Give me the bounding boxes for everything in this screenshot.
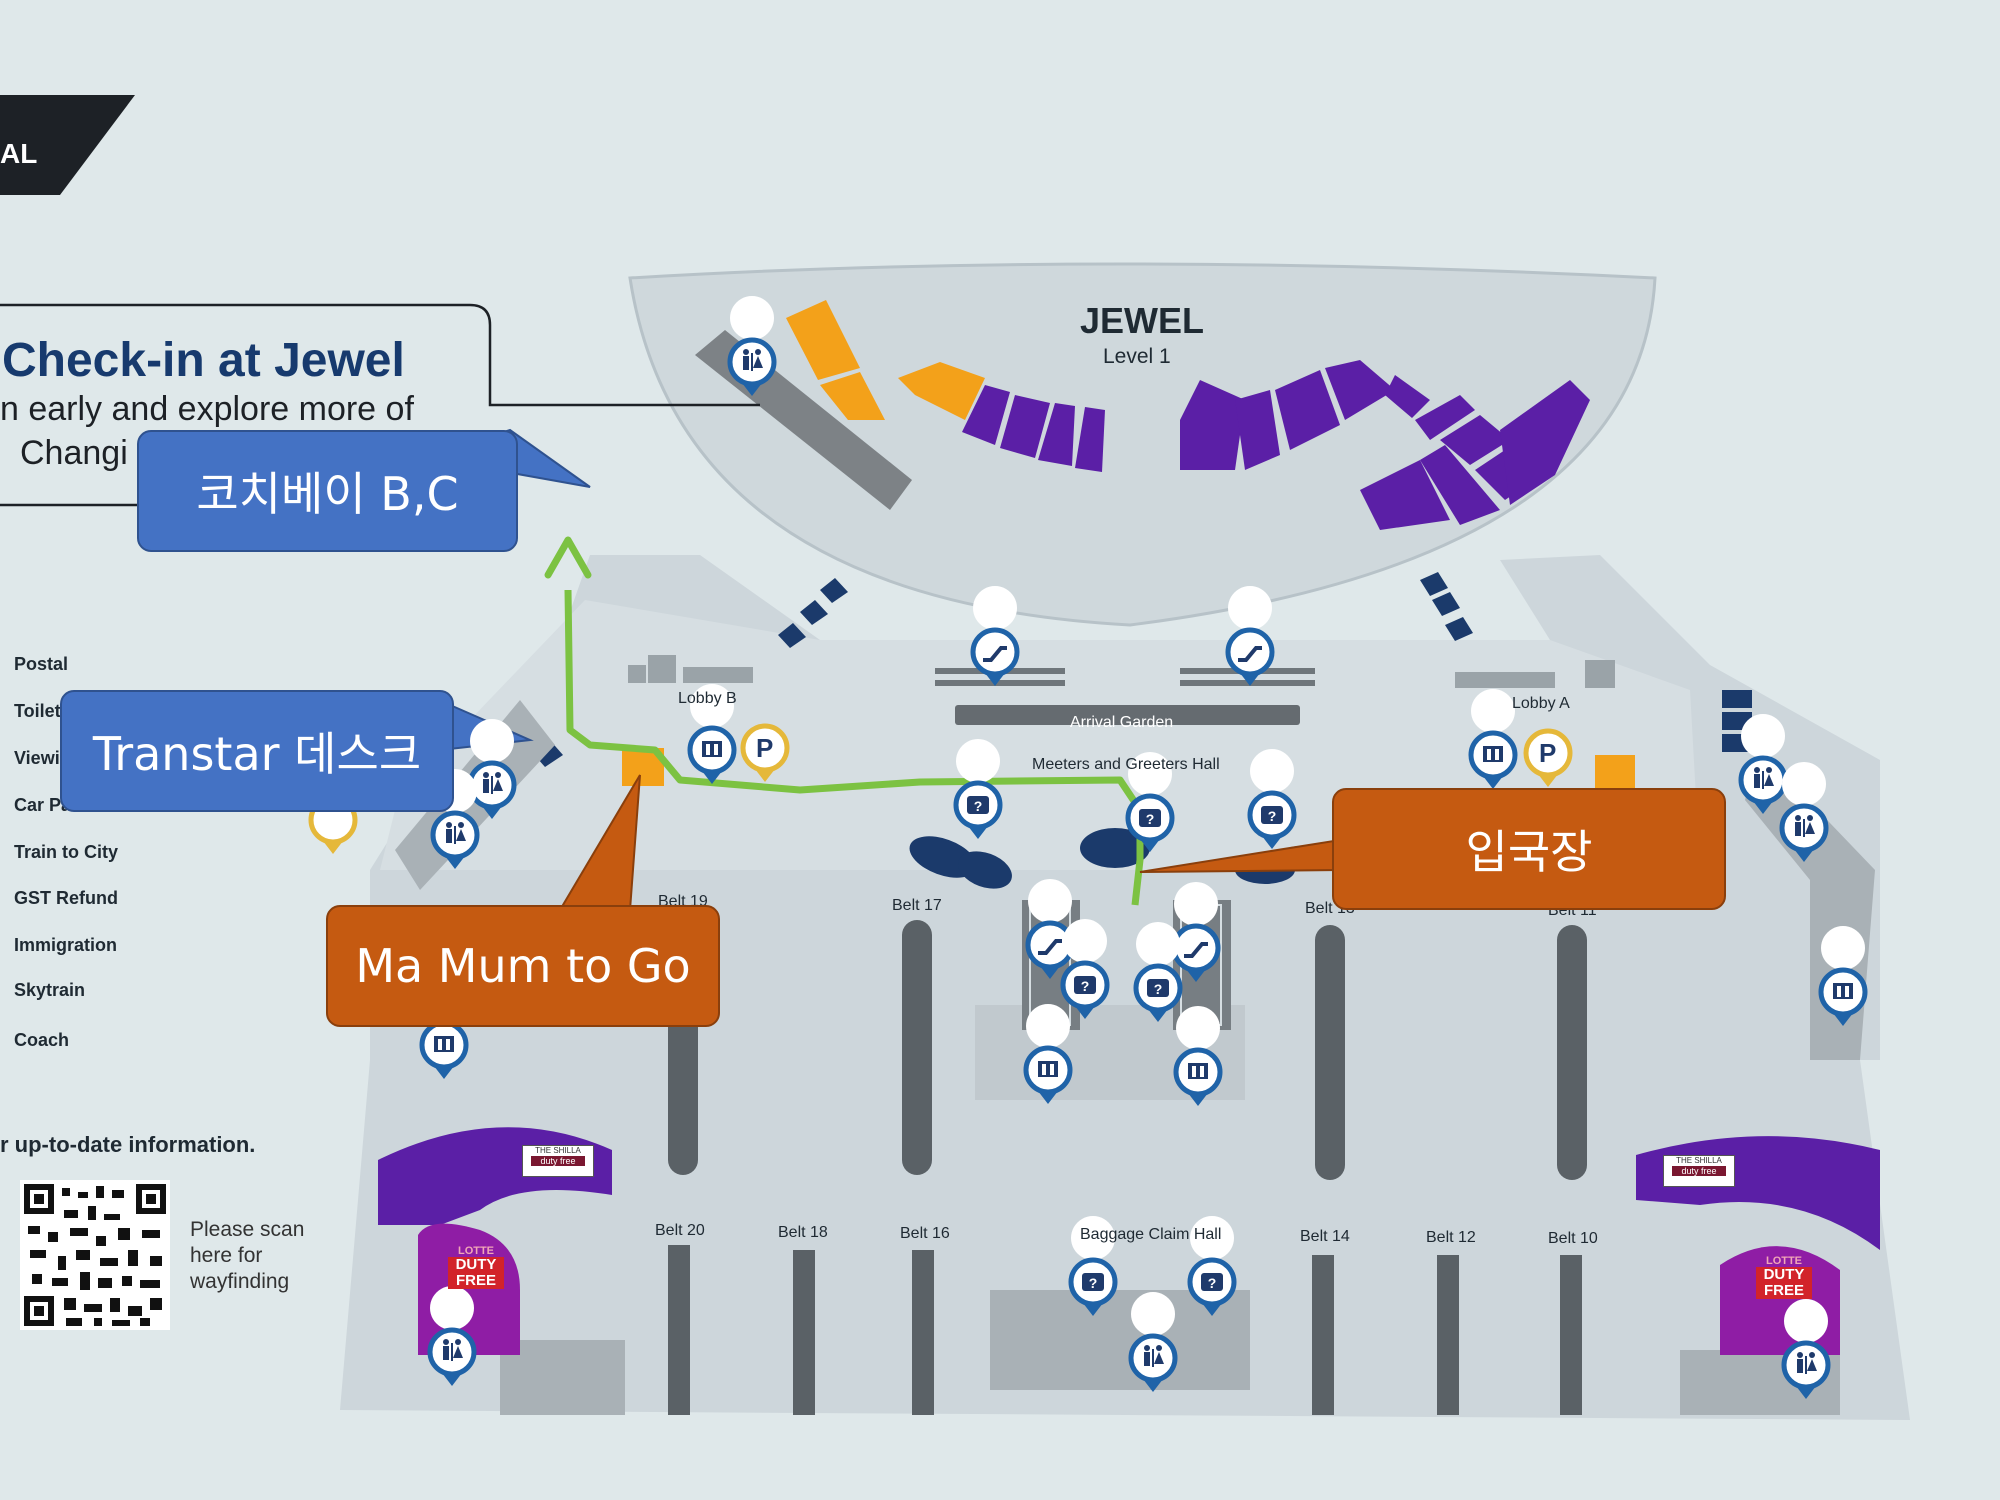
belt-10-label: Belt 10 [1548,1230,1598,1247]
toilet-icon [1784,1299,1828,1399]
escalator-icon [1228,586,1272,686]
escalator-icon [973,586,1017,686]
checkin-line1: n early and explore more of [0,390,414,428]
scan-line3: wayfinding [190,1270,290,1293]
immigration-callout: 입국장 [1332,788,1726,910]
meeters-hall-label: Meeters and Greeters Hall [1032,756,1220,773]
lobby-a-shop-block [1595,755,1635,790]
jewel-purple-blocks [962,360,1590,530]
scan-line1: Please scan [190,1218,305,1241]
elevator-icon [730,296,774,396]
escalator-icon [1028,879,1072,979]
belt-14-label: Belt 14 [1300,1228,1350,1245]
lotte-line3: FREE [455,1272,496,1289]
elevator-icon [1026,1004,1070,1104]
checkin-line2: Changi [20,434,128,472]
parking-label-b: P [756,733,774,763]
baby-care-icon [1782,762,1826,862]
legend-viewing: Viewi [14,748,60,768]
toilet-icon [1131,1292,1175,1392]
legend-gst: GST Refund [14,888,118,908]
legend-postal: Postal [14,654,69,674]
information-icon [1063,919,1107,1019]
scan-line2: here for [190,1244,263,1267]
parking-label-a: P [1539,738,1557,768]
baggage-hall-label: Baggage Claim Hall [1080,1226,1222,1243]
lobby-b-label: Lobby B [678,690,737,707]
lotte-line2: DUTY [455,1256,497,1273]
checkin-panel-border [0,303,760,407]
shilla-sign-right: THE SHILLA duty free [1663,1155,1735,1187]
belt-17-label: Belt 17 [892,897,942,914]
legend-toilet: Toilet [14,701,61,721]
header-banner [0,95,135,195]
belt-18-label: Belt 18 [778,1224,828,1241]
legend-train: Train to City [14,842,119,862]
belt-20-label: Belt 20 [655,1222,705,1239]
shilla-line2: duty free [531,1156,585,1166]
arrival-garden-label: Arrival Garden [1070,714,1174,731]
elevator-icon [1176,1006,1220,1106]
toilet-icon [1741,714,1785,814]
coach-bay-callout: 코치베이 B,C [137,430,518,552]
toilet-icon [430,1286,474,1386]
legend-immigration: Immigration [14,935,118,955]
header-fragment: AL [0,138,38,169]
toilet-icon [470,719,514,819]
lotte-line2-right: DUTY [1763,1266,1805,1283]
jewel-orange-blocks [786,300,985,420]
uptodate-text: r up-to-date information. [0,1132,256,1157]
information-icon [1136,922,1180,1022]
shilla-line2-right: duty free [1672,1166,1726,1176]
jewel-area [628,262,1657,627]
lobby-a-label: Lobby A [1512,695,1570,712]
lotte-line1-right: LOTTE [1765,1255,1803,1267]
qr-code-icon [20,1180,170,1330]
legend-car-park: Car Pa [14,795,72,815]
elevator-icon [1821,926,1865,1026]
legend-skytrain: Skytrain [14,980,86,1000]
route-arrowhead [544,536,592,579]
transtar-callout: Transtar 데스크 [60,690,454,812]
lotte-line1: LOTTE [457,1245,495,1257]
belt-bars [668,920,1587,1415]
belt-12-label: Belt 12 [1426,1229,1476,1246]
baggage-services-icon [1250,749,1294,849]
escalator-icon [1174,882,1218,982]
arrival-garden-bar [955,705,1300,725]
shilla-sign-left: THE SHILLA duty free [522,1145,594,1177]
jewel-title: JEWEL [1080,300,1205,341]
shilla-line1: THE SHILLA [535,1146,581,1155]
shilla-line1-right: THE SHILLA [1676,1156,1722,1165]
baggage-services-icon [956,739,1000,839]
legend-coach: Coach [14,1030,70,1050]
checkin-title: Check-in at Jewel [2,334,405,387]
elevator-icon [1471,689,1515,789]
lotte-line3-right: FREE [1763,1282,1804,1299]
ma-mum-callout: Ma Mum to Go [326,905,720,1027]
jewel-level: Level 1 [1103,345,1171,368]
belt-16-label: Belt 16 [900,1225,950,1242]
